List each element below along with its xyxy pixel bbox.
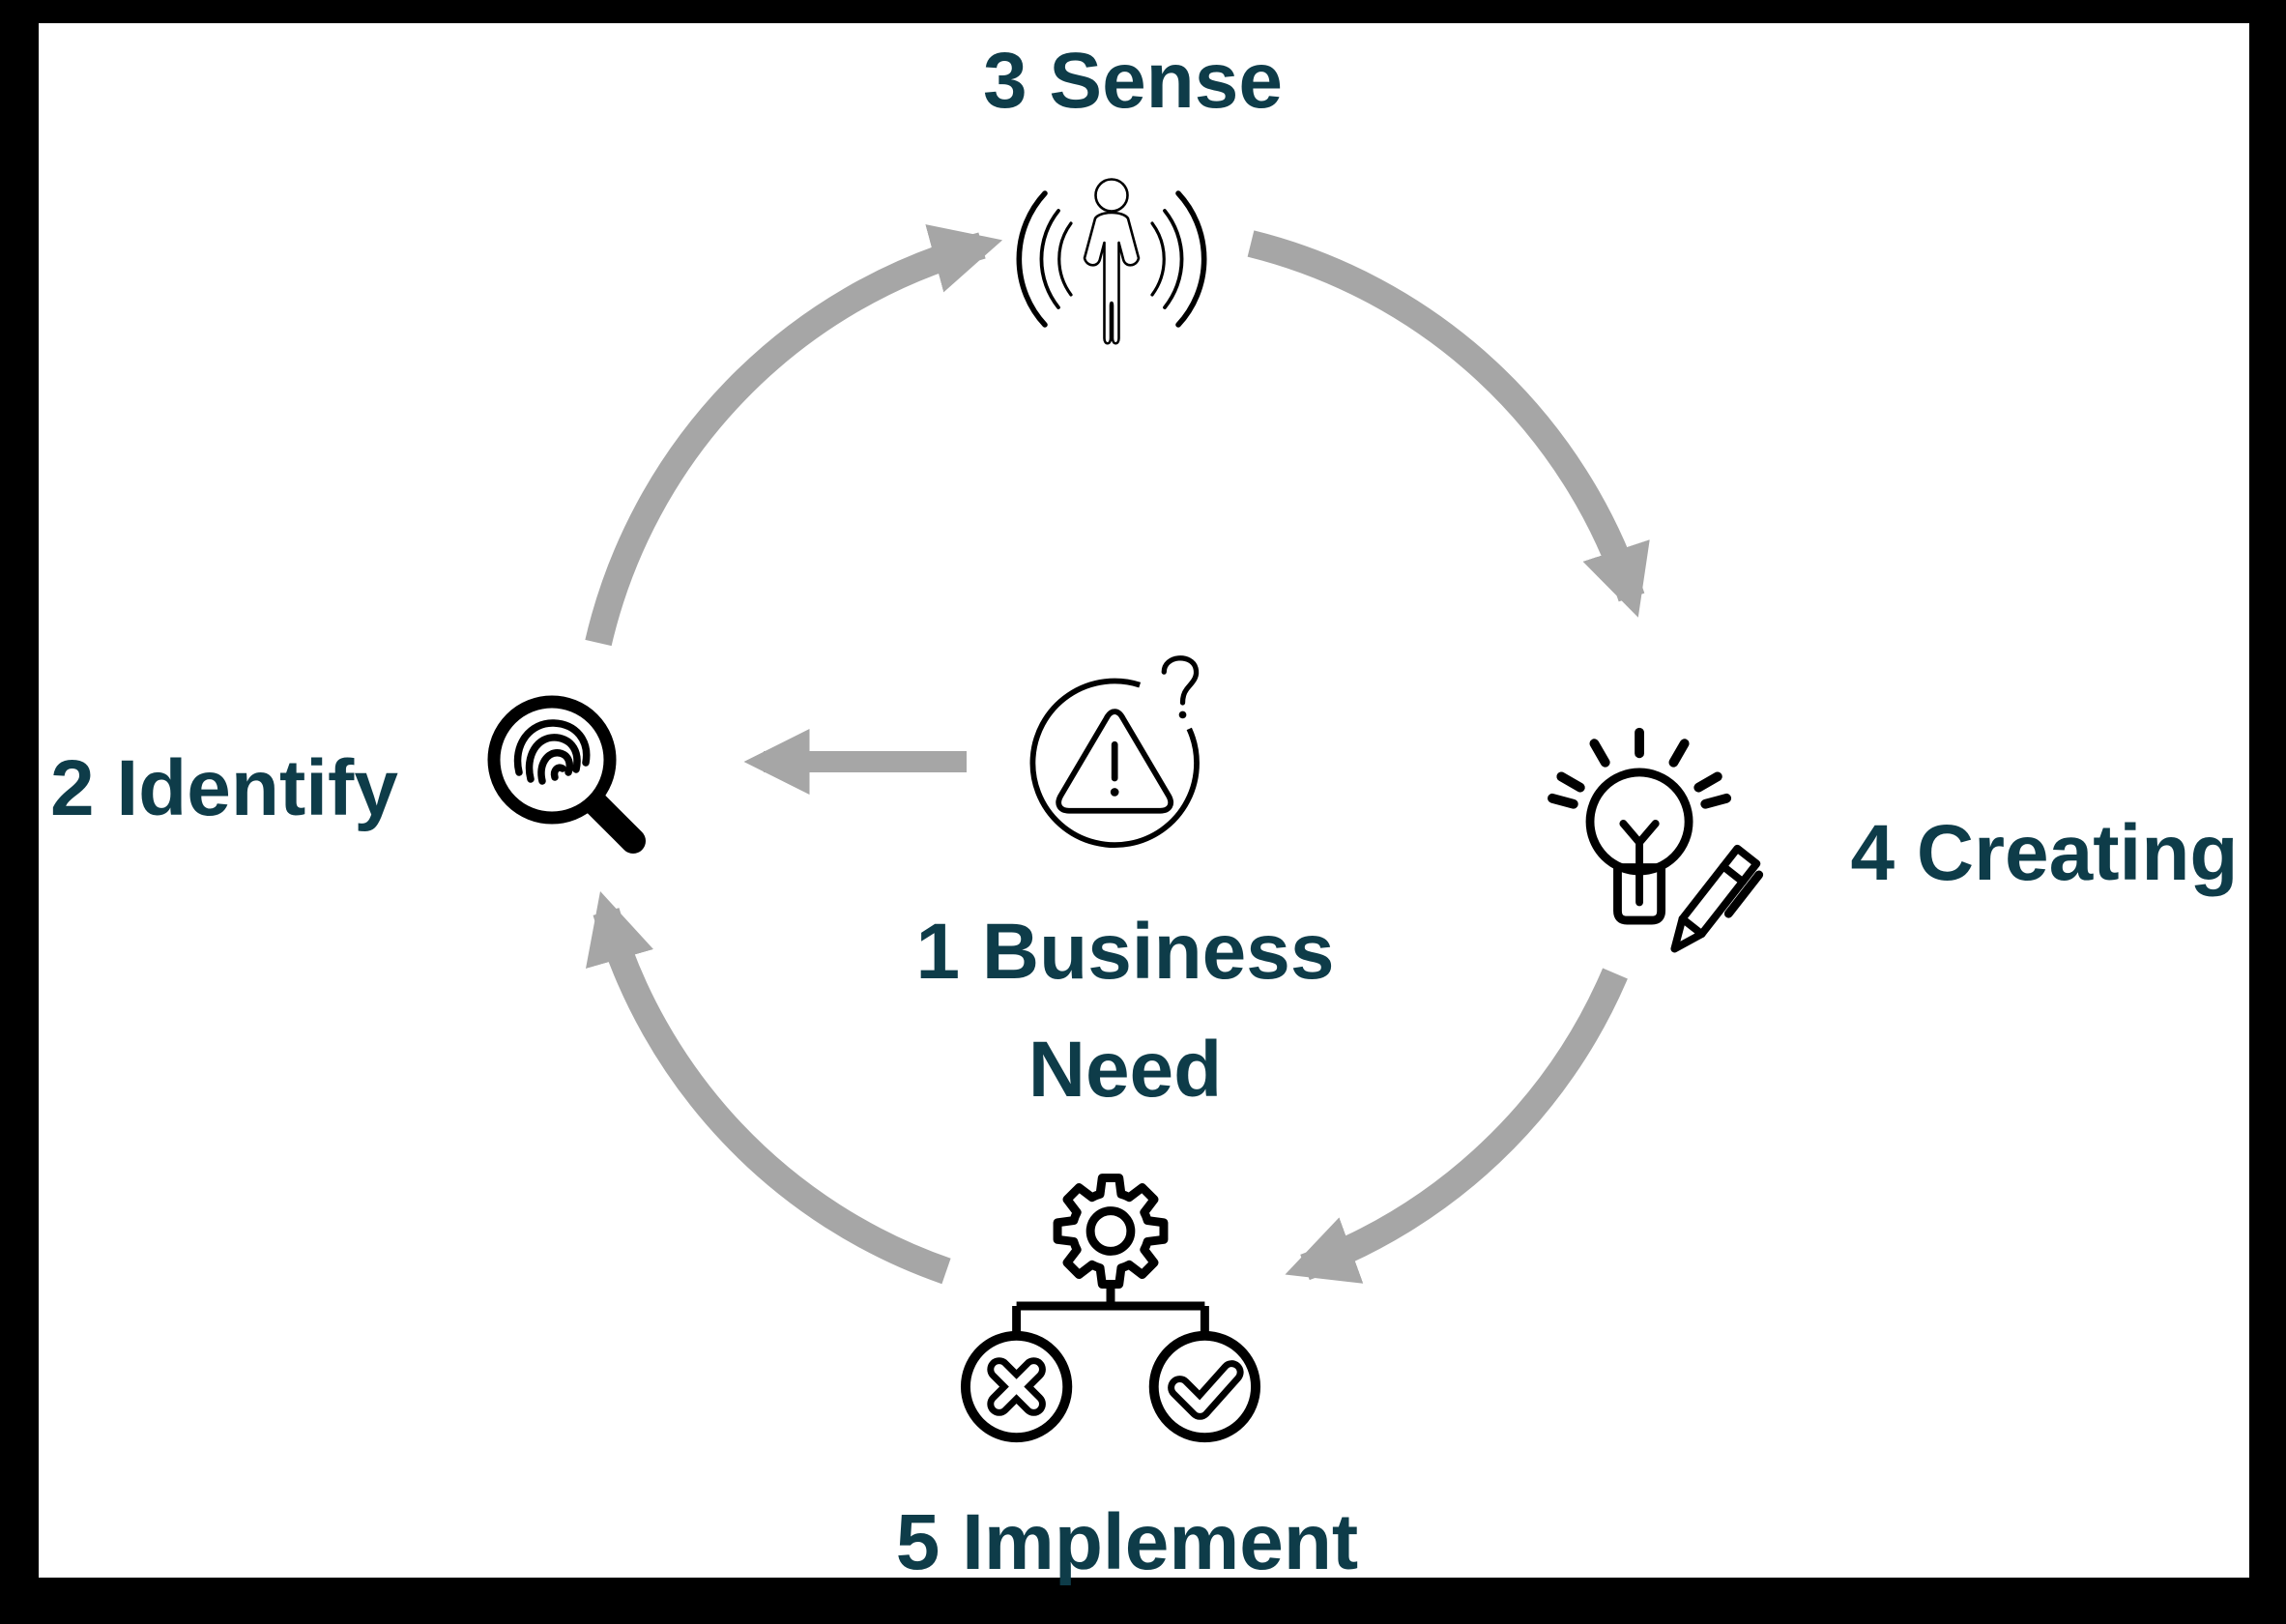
check-mark-icon (1168, 1360, 1244, 1420)
step-label-business-need: 1 Business Need (883, 893, 1367, 1129)
exclamation-dot (1110, 788, 1119, 797)
gear-decision-icon (960, 1174, 1261, 1443)
gear-hole (1085, 1206, 1136, 1256)
alert-circle-question-icon (1029, 655, 1200, 848)
question-mark-dot (1178, 710, 1187, 719)
bulb-filament (1619, 820, 1660, 907)
step-label-identify: 2 Identify (50, 744, 398, 832)
pencil (1670, 844, 1764, 953)
person-sensing-waves-icon (1016, 178, 1207, 345)
bulb-rays (1548, 727, 1732, 809)
question-mark (1161, 655, 1200, 706)
magnifier-handle (583, 791, 646, 854)
lightbulb-pencil-icon (1548, 727, 1764, 953)
open-circle (1029, 678, 1200, 848)
step-label-business-need-line2: Need (1027, 1026, 1223, 1114)
fingerprint (513, 719, 591, 785)
magnifier-fingerprint-icon (487, 695, 646, 854)
step-label-implement: 5 Implement (895, 1498, 1359, 1586)
step-label-creating: 4 Creating (1850, 809, 2239, 897)
step-label-sense: 3 Sense (983, 37, 1283, 125)
branch-connector (1012, 1285, 1209, 1333)
step-label-business-need-line1: 1 Business (915, 908, 1335, 996)
x-mark-icon (987, 1357, 1046, 1416)
magnifier-lens (487, 695, 617, 825)
